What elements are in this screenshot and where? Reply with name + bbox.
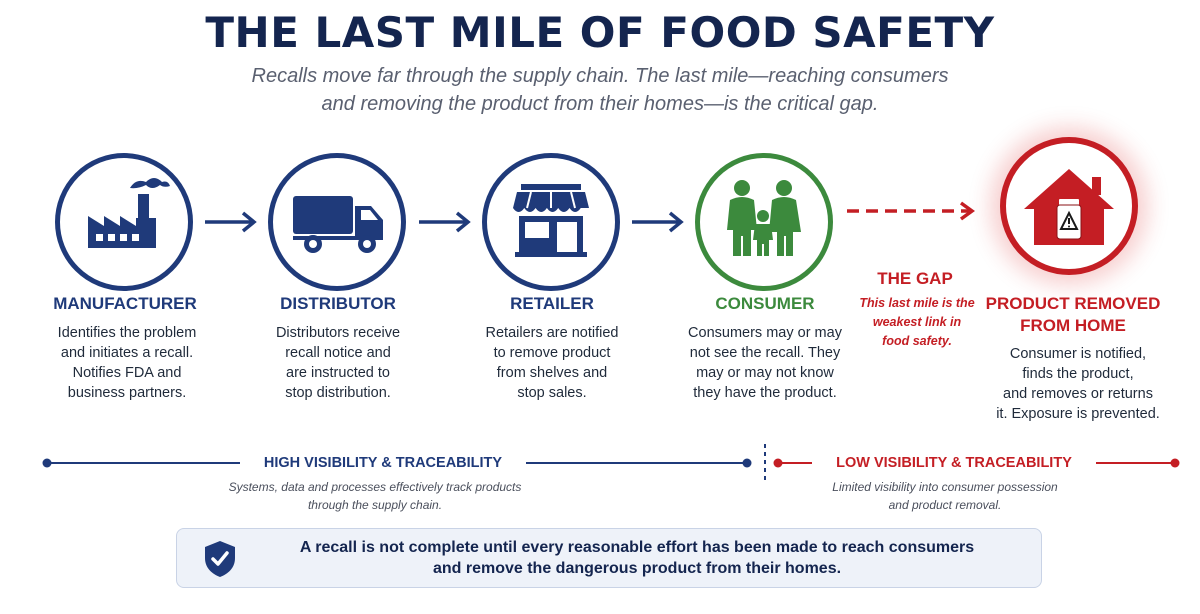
timeline-endpoint xyxy=(742,458,752,468)
gap-desc-line: weakest link in xyxy=(872,315,962,329)
arrow-icon xyxy=(632,211,684,233)
desc-line: to remove product xyxy=(493,345,611,361)
callout-text: A recall is not complete until every rea… xyxy=(247,537,1027,579)
desc-line: and initiates a recall. xyxy=(60,345,194,361)
gap-desc-line: This last mile is the xyxy=(859,296,975,310)
stage-title-product-removed: PRODUCT REMOVED FROM HOME xyxy=(975,293,1171,337)
gap-title: THE GAP xyxy=(877,269,953,288)
retailer-circle xyxy=(482,153,620,291)
factory-icon xyxy=(88,178,170,248)
vis-desc-line: and product removal. xyxy=(888,498,1002,512)
desc-line: may or may not know xyxy=(696,365,834,381)
callout-line: A recall is not complete until every rea… xyxy=(299,539,975,556)
home-warning-icon xyxy=(1024,169,1114,245)
gap-desc: This last mile is the weakest link in fo… xyxy=(847,294,987,351)
stage-title-distributor: DISTRIBUTOR xyxy=(280,294,396,313)
desc-line: recall notice and xyxy=(285,345,391,361)
callout-line: and remove the dangerous product from th… xyxy=(432,560,842,577)
desc-line: are instructed to xyxy=(286,365,390,381)
low-visibility-label: LOW VISIBILITY & TRACEABILITY xyxy=(812,455,1096,471)
stage-desc-consumer: Consumers may or may not see the recall.… xyxy=(665,323,865,403)
stage-title-consumer: CONSUMER xyxy=(715,294,815,313)
manufacturer-circle xyxy=(55,153,193,291)
stage-desc-retailer: Retailers are notified to remove product… xyxy=(460,323,644,403)
arrow-icon xyxy=(419,211,471,233)
desc-line: not see the recall. They xyxy=(689,345,841,361)
stage-desc-distributor: Distributors receive recall notice and a… xyxy=(246,323,430,403)
desc-line: Identifies the problem xyxy=(57,325,197,341)
low-visibility-desc: Limited visibility into consumer possess… xyxy=(795,478,1095,514)
timeline-endpoint xyxy=(1170,458,1180,468)
desc-line: and removes or returns xyxy=(1003,386,1153,402)
desc-line: finds the product, xyxy=(1022,366,1134,382)
page-title: THE LAST MILE OF FOOD SAFETY xyxy=(205,8,995,57)
subtitle-line: and removing the product from their home… xyxy=(321,93,879,115)
gap-desc-line: food safety. xyxy=(882,334,952,348)
dashed-arrow-icon xyxy=(847,201,975,221)
stage-desc-manufacturer: Identifies the problem and initiates a r… xyxy=(35,323,219,403)
vis-desc-line: Limited visibility into consumer possess… xyxy=(832,480,1058,494)
desc-line: from shelves and xyxy=(496,365,608,381)
high-visibility-desc: Systems, data and processes effectively … xyxy=(200,478,550,514)
desc-line: stop distribution. xyxy=(285,385,391,401)
desc-line: they have the product. xyxy=(693,385,837,401)
stage-title-manufacturer: MANUFACTURER xyxy=(53,294,197,313)
consumer-circle xyxy=(695,153,833,291)
vis-desc-line: Systems, data and processes effectively … xyxy=(228,480,522,494)
desc-line: business partners. xyxy=(67,385,187,401)
desc-line: Notifies FDA and xyxy=(72,365,182,381)
page-subtitle: Recalls move far through the supply chai… xyxy=(150,62,1050,118)
high-visibility-label: HIGH VISIBILITY & TRACEABILITY xyxy=(240,455,526,471)
desc-line: it. Exposure is prevented. xyxy=(996,406,1160,422)
distributor-circle xyxy=(268,153,406,291)
truck-icon xyxy=(293,196,383,253)
shield-check-icon xyxy=(205,541,235,577)
desc-line: stop sales. xyxy=(517,385,587,401)
subtitle-line: Recalls move far through the supply chai… xyxy=(251,65,949,87)
arrow-icon xyxy=(205,211,257,233)
store-icon xyxy=(513,184,589,257)
desc-line: Consumers may or may xyxy=(688,325,842,341)
desc-line: Distributors receive xyxy=(275,325,401,341)
vis-desc-line: through the supply chain. xyxy=(307,498,443,512)
product-removed-circle xyxy=(1000,137,1138,275)
callout-box: A recall is not complete until every rea… xyxy=(176,528,1042,588)
desc-line: Consumer is notified, xyxy=(1009,346,1147,362)
desc-line: Retailers are notified xyxy=(485,325,619,341)
family-icon xyxy=(727,180,801,256)
stage-title-retailer: RETAILER xyxy=(510,294,594,313)
stage-title-line: FROM HOME xyxy=(1020,316,1126,335)
stage-title-line: PRODUCT REMOVED xyxy=(985,294,1161,313)
stage-desc-product-removed: Consumer is notified, finds the product,… xyxy=(975,344,1181,424)
